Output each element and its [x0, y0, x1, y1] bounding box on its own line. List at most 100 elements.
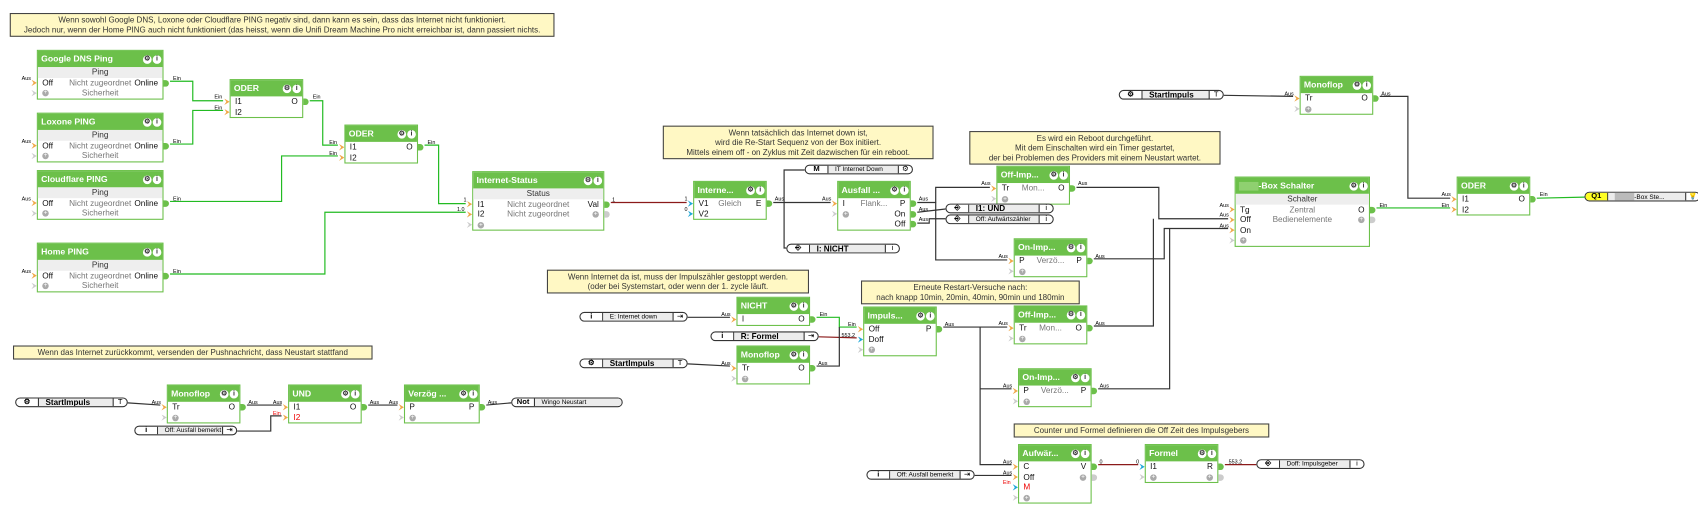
- block-header[interactable]: On-Imp...⚙i: [1014, 239, 1087, 256]
- input-connector[interactable]: [831, 200, 838, 207]
- add-input-icon[interactable]: +: [1001, 195, 1009, 202]
- enter-icon[interactable]: ⇥: [803, 332, 818, 341]
- input-connector[interactable]: [466, 200, 473, 208]
- output-connector[interactable]: [604, 200, 610, 208]
- info-icon[interactable]: i: [1059, 170, 1068, 180]
- input-connector[interactable]: [831, 210, 838, 218]
- input-connector[interactable]: [338, 154, 345, 161]
- connection-wire[interactable]: [237, 415, 282, 432]
- gear-icon[interactable]: ⚙: [459, 389, 468, 399]
- info-icon[interactable]: i: [1359, 181, 1368, 191]
- gear-icon[interactable]: ⚙: [789, 350, 799, 360]
- output-connector[interactable]: [163, 79, 169, 87]
- block-header[interactable]: ODER⚙i: [230, 80, 303, 97]
- connection-wire[interactable]: [783, 202, 787, 249]
- add-input-icon[interactable]: +: [842, 210, 850, 218]
- output-connector[interactable]: [1369, 216, 1376, 224]
- info-icon[interactable]: i: [899, 185, 909, 195]
- connection-wire[interactable]: [816, 327, 840, 367]
- enter-icon[interactable]: ⇥: [222, 426, 236, 435]
- reference-suffix[interactable]: T: [672, 359, 687, 368]
- info-icon[interactable]: i: [407, 129, 416, 139]
- gear-icon[interactable]: ⚙: [1049, 170, 1059, 180]
- connection-wire[interactable]: [818, 336, 857, 339]
- connection-wire[interactable]: [1223, 94, 1294, 97]
- output-connector[interactable]: [910, 210, 917, 218]
- info-icon[interactable]: i: [799, 301, 808, 311]
- gear-icon[interactable]: ⚙: [219, 389, 229, 399]
- connection-wire[interactable]: [917, 201, 1008, 261]
- output-connector[interactable]: [1070, 185, 1076, 192]
- connection-wire[interactable]: [979, 388, 1012, 466]
- input-connector[interactable]: [1294, 105, 1300, 113]
- input-connector[interactable]: [161, 414, 167, 421]
- block-header[interactable]: Monoflop⚙i: [737, 346, 810, 363]
- add-output-icon[interactable]: +: [1206, 473, 1213, 481]
- connection-wire[interactable]: [917, 218, 946, 224]
- add-input-icon[interactable]: +: [409, 414, 416, 421]
- reference-suffix[interactable]: T: [112, 398, 127, 407]
- info-icon[interactable]: i: [1207, 448, 1217, 458]
- input-connector[interactable]: [857, 336, 864, 343]
- output-connector[interactable]: [1218, 463, 1224, 471]
- info-icon[interactable]: i: [1080, 373, 1090, 382]
- input-connector[interactable]: [1229, 237, 1235, 244]
- enter-icon[interactable]: ⇥: [959, 471, 974, 479]
- input-connector[interactable]: [398, 414, 404, 421]
- connection-wire[interactable]: [424, 144, 466, 205]
- add-output-icon[interactable]: +: [1079, 473, 1087, 481]
- input-connector[interactable]: [1139, 473, 1145, 481]
- input-connector[interactable]: [282, 414, 289, 421]
- input-connector[interactable]: [31, 282, 37, 290]
- block-header[interactable]: UND⚙i: [289, 385, 361, 402]
- reference-suffix[interactable]: i: [1038, 215, 1053, 224]
- connection-wire[interactable]: [170, 109, 224, 145]
- add-input-icon[interactable]: +: [1240, 237, 1247, 244]
- block-header[interactable]: Ausfall ...⚙i: [838, 181, 910, 199]
- info-icon[interactable]: i: [1076, 243, 1086, 252]
- connection-wire[interactable]: [917, 208, 946, 213]
- output-connector[interactable]: [1087, 324, 1093, 332]
- input-connector[interactable]: [224, 108, 230, 116]
- enter-icon[interactable]: ⇥: [672, 312, 687, 321]
- gear-icon[interactable]: ⚙: [1071, 373, 1080, 382]
- info-icon[interactable]: i: [152, 54, 162, 64]
- block-header[interactable]: Home PING⚙i: [37, 243, 163, 260]
- block-header[interactable]: Verzög ...⚙i: [405, 385, 479, 402]
- input-connector[interactable]: [1008, 335, 1014, 342]
- input-connector[interactable]: [1008, 268, 1014, 275]
- info-icon[interactable]: i: [350, 389, 360, 399]
- input-connector[interactable]: [31, 79, 37, 87]
- input-connector[interactable]: [31, 142, 37, 149]
- output-connector[interactable]: [1091, 463, 1098, 471]
- block-header[interactable]: Loxone PING⚙i: [37, 113, 163, 130]
- block-header[interactable]: Google DNS Ping⚙i: [37, 50, 163, 68]
- gear-icon[interactable]: ⚙: [142, 54, 152, 64]
- output-connector[interactable]: [1218, 473, 1224, 481]
- connection-wire[interactable]: [979, 327, 1012, 390]
- block-header[interactable]: NICHT⚙i: [737, 297, 810, 315]
- input-connector[interactable]: [1139, 463, 1145, 471]
- add-input-icon[interactable]: +: [477, 221, 485, 228]
- input-connector[interactable]: [161, 403, 167, 411]
- add-input-icon[interactable]: +: [1019, 335, 1026, 342]
- output-connector[interactable]: [163, 142, 169, 149]
- q1-reference[interactable]: Q1-Box Ste...💡: [1584, 191, 1698, 202]
- output-connector[interactable]: [766, 200, 773, 207]
- output-connector[interactable]: [361, 403, 368, 411]
- connection-wire[interactable]: [1379, 95, 1451, 199]
- input-connector[interactable]: [1008, 324, 1014, 332]
- connection-wire[interactable]: [1098, 228, 1171, 390]
- gear-icon[interactable]: ⚙: [746, 185, 755, 195]
